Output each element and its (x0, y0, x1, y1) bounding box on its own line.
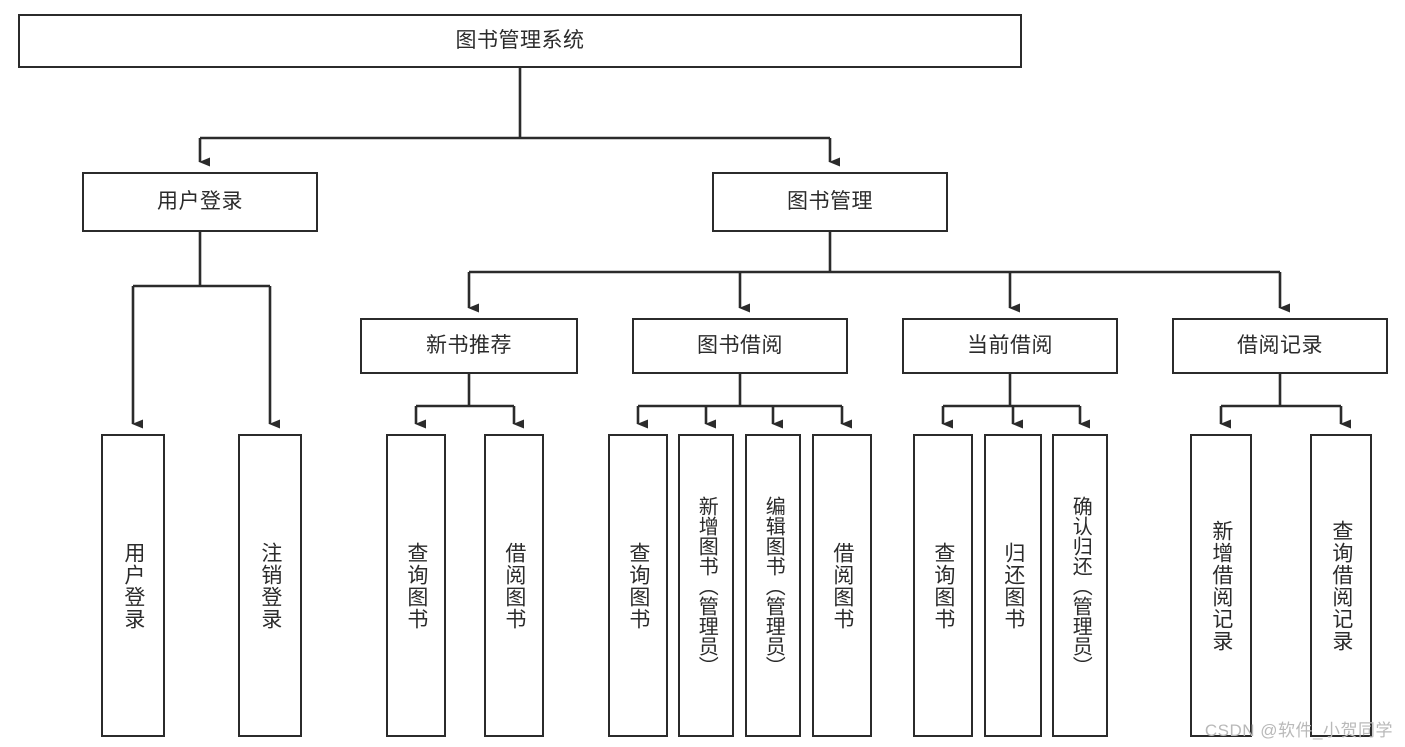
node-user-login[interactable]: 用户登录 (82, 172, 318, 232)
node-current-borrow[interactable]: 当前借阅 (902, 318, 1118, 374)
leaf-query-borrow-record-label: 查询借阅记录 (1329, 519, 1353, 652)
leaf-query-book-current-label: 查询图书 (931, 541, 955, 630)
leaf-lend-book-label: 借阅图书 (830, 541, 854, 630)
leaf-add-book-admin[interactable]: 新增图书（管理员） (678, 434, 734, 737)
leaf-query-borrow-record[interactable]: 查询借阅记录 (1310, 434, 1372, 737)
leaf-borrow-book-new-label: 借阅图书 (502, 541, 526, 630)
node-book-management[interactable]: 图书管理 (712, 172, 948, 232)
leaf-edit-book-admin-label: 编辑图书（管理员） (762, 495, 785, 676)
node-new-book-recommend-label: 新书推荐 (426, 334, 512, 358)
leaf-add-borrow-record-label: 新增借阅记录 (1209, 519, 1233, 652)
node-borrow-records-label: 借阅记录 (1237, 334, 1323, 358)
leaf-user-login[interactable]: 用户登录 (101, 434, 165, 737)
node-book-management-label: 图书管理 (787, 190, 873, 214)
node-user-login-label: 用户登录 (157, 190, 243, 214)
leaf-return-book-label: 归还图书 (1001, 541, 1025, 630)
leaf-logout[interactable]: 注销登录 (238, 434, 302, 737)
leaf-add-borrow-record[interactable]: 新增借阅记录 (1190, 434, 1252, 737)
node-borrow-records[interactable]: 借阅记录 (1172, 318, 1388, 374)
leaf-query-book-current[interactable]: 查询图书 (913, 434, 973, 737)
leaf-lend-book[interactable]: 借阅图书 (812, 434, 872, 737)
node-root[interactable]: 图书管理系统 (18, 14, 1022, 68)
leaf-return-book[interactable]: 归还图书 (984, 434, 1042, 737)
node-root-label: 图书管理系统 (455, 29, 585, 53)
node-current-borrow-label: 当前借阅 (967, 334, 1053, 358)
leaf-query-book-borrow-label: 查询图书 (626, 541, 650, 630)
watermark: CSDN @软件_小贺同学 (1204, 721, 1393, 740)
leaf-confirm-return-admin-label: 确认归还（管理员） (1069, 495, 1092, 676)
node-book-borrow[interactable]: 图书借阅 (632, 318, 848, 374)
leaf-query-book-new-label: 查询图书 (404, 541, 428, 630)
leaf-add-book-admin-label: 新增图书（管理员） (695, 495, 718, 676)
leaf-borrow-book-new[interactable]: 借阅图书 (484, 434, 544, 737)
node-book-borrow-label: 图书借阅 (697, 334, 783, 358)
leaf-user-login-label: 用户登录 (121, 541, 145, 630)
node-new-book-recommend[interactable]: 新书推荐 (360, 318, 578, 374)
leaf-edit-book-admin[interactable]: 编辑图书（管理员） (745, 434, 801, 737)
leaf-query-book-new[interactable]: 查询图书 (386, 434, 446, 737)
leaf-logout-label: 注销登录 (258, 541, 282, 630)
leaf-query-book-borrow[interactable]: 查询图书 (608, 434, 668, 737)
leaf-confirm-return-admin[interactable]: 确认归还（管理员） (1052, 434, 1108, 737)
